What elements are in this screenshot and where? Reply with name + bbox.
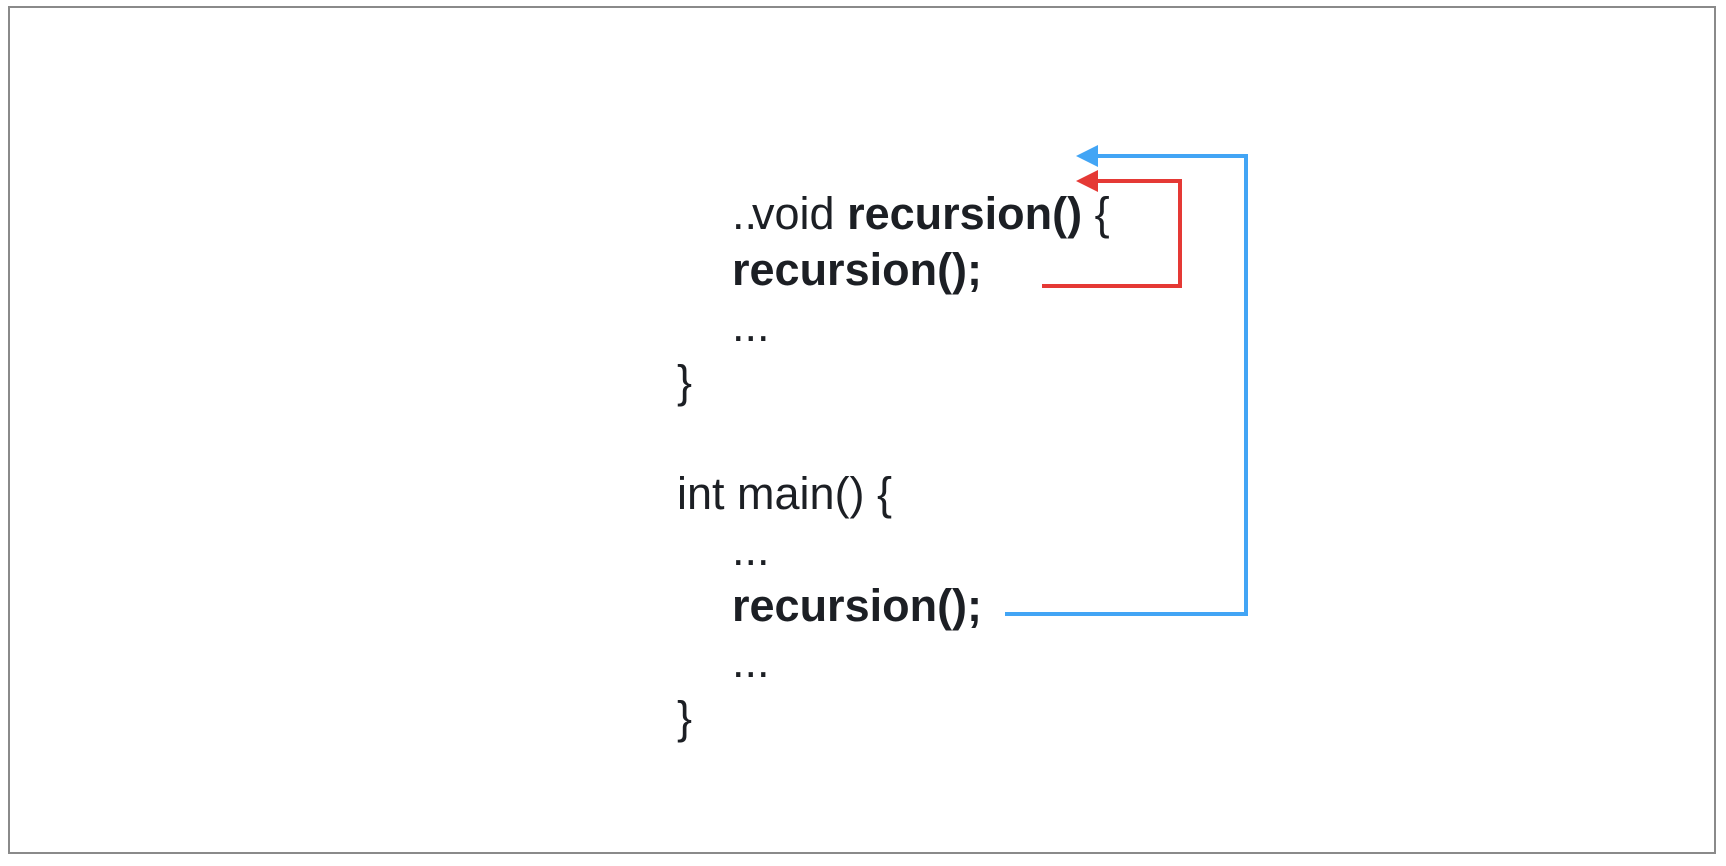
recursive-call: recursion(); xyxy=(732,244,983,295)
diagram-frame: void recursion() { ... recursion(); ... … xyxy=(8,6,1716,854)
main-ellipsis-after: ... xyxy=(732,636,770,687)
main-ellipsis-before: ... xyxy=(732,524,770,575)
main-close-brace: } xyxy=(677,692,693,743)
main-signature: int main() { xyxy=(677,468,893,519)
recursion-ellipsis-before: ... xyxy=(732,188,770,239)
code-block: void recursion() { ... recursion(); ... … xyxy=(10,8,1718,856)
recursion-close-brace: } xyxy=(677,356,693,407)
main-call: recursion(); xyxy=(732,580,983,631)
function-name-recursion: recursion() xyxy=(847,188,1083,239)
open-brace: { xyxy=(1082,188,1110,239)
recursion-ellipsis-after: ... xyxy=(732,300,770,351)
keyword-void: void xyxy=(752,188,848,239)
